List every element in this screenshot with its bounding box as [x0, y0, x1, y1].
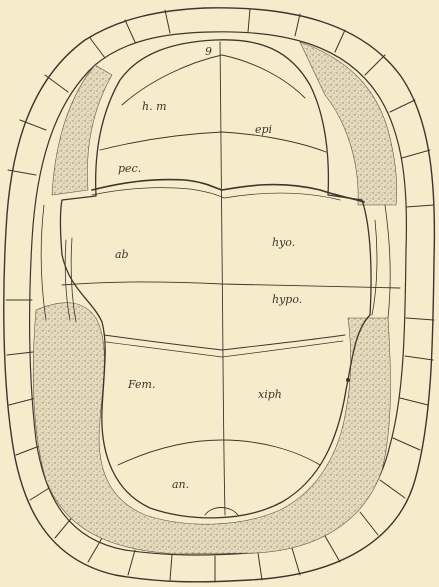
label-hyoplastron: hyo.: [272, 236, 295, 249]
stippled-regions: [33, 42, 396, 554]
bridge-details: [41, 205, 390, 322]
label-femoral: Fem.: [127, 378, 155, 391]
scute-labels: 9 h. m epi pec. ab hyo. hypo. Fem. xiph …: [115, 45, 302, 491]
label-anal: an.: [172, 478, 189, 491]
label-abdominal: ab: [115, 248, 129, 261]
plastron-outline: [61, 40, 372, 518]
label-pectoral: pec.: [118, 162, 141, 175]
label-epiplastron: epi: [255, 123, 272, 136]
label-hypoplastron: hypo.: [272, 293, 302, 306]
label-nuchal-mark: 9: [205, 45, 212, 58]
specimen-mark-dot: [346, 378, 350, 382]
label-humeral: h. m: [142, 100, 167, 113]
label-xiphiplastron: xiph: [258, 388, 282, 401]
